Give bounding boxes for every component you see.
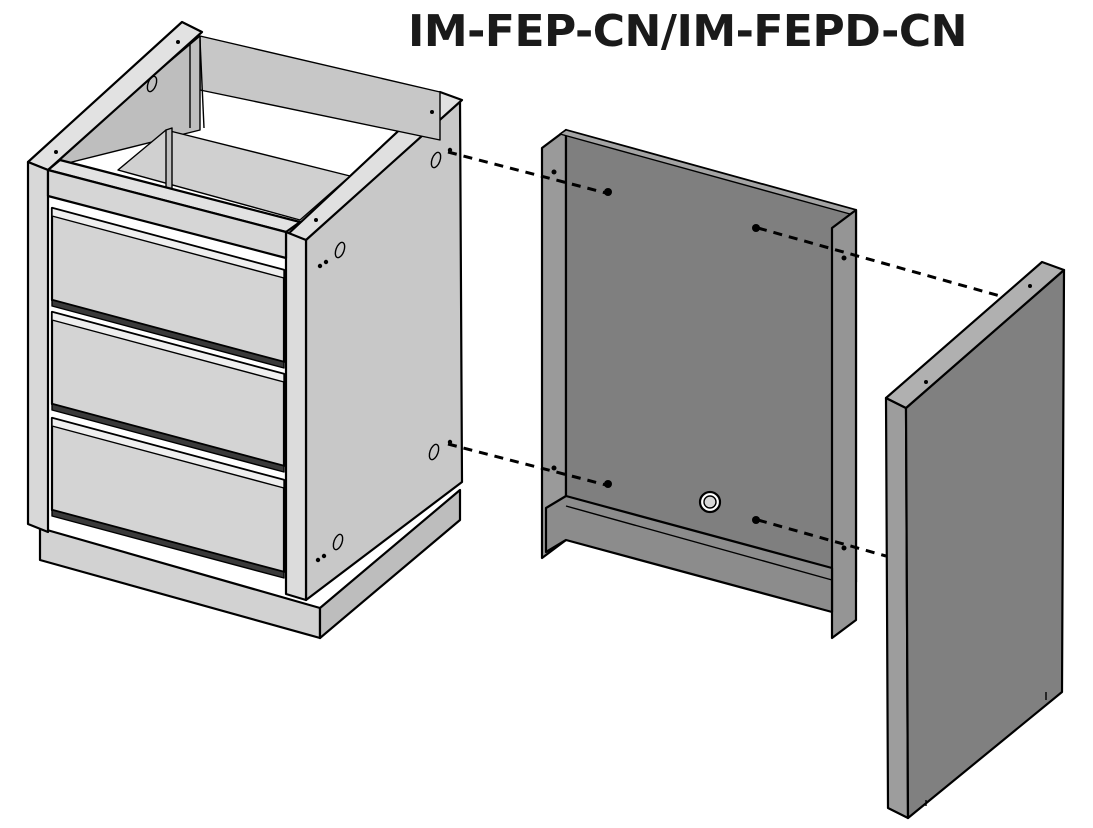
drawer-bottom-lip [51,417,285,489]
end-panel-front-edge [884,396,910,820]
cabinet-rear-post-edge [199,39,205,129]
screw-icon [54,150,58,154]
mounting-hole-icon [428,443,440,461]
back-panel-bottom-rail [544,494,834,614]
back-panel-right-flange [830,208,858,640]
screw-icon [752,516,760,524]
cabinet-plinth-side [318,488,462,640]
mounting-hole-icon [146,75,158,93]
screw-icon [841,545,847,551]
mounting-hole-icon [430,151,442,169]
drawer-gap-2 [51,403,285,473]
alignment-line-top-end-panel [757,226,1001,298]
alignment-line-bottom-cabinet [447,442,611,488]
screw-icon [551,465,557,471]
screw-icon [314,218,318,222]
cabinet-interior-back [199,35,441,141]
cabinet-right-stile [284,230,308,602]
back-filler-panel [540,128,858,640]
screw-icon [430,110,434,114]
end-panel-top-edge [884,260,1066,410]
mounting-hole-icon [332,533,344,551]
alignment-guides [447,150,1001,558]
cabinet-inner-divider [165,127,173,193]
drawer-gap-1 [51,299,285,369]
screw-icon [924,380,928,384]
drawer-middle-lip [51,311,285,383]
back-panel-left-flange [540,128,568,560]
cabinet-inner-drawer-box [117,129,351,221]
screw-icon [321,553,327,559]
screw-icon [841,255,847,261]
three-drawer-cabinet [26,20,464,640]
product-model-title: IM-FEP-CN/IM-FEPD-CN [408,6,967,57]
screw-icon [176,40,180,44]
end-panel [884,260,1066,820]
cabinet-left-stile [26,160,50,534]
screw-icon [315,557,321,563]
screw-icon [1028,284,1032,288]
conduit-hole-inner [703,495,717,509]
end-panel-face [904,268,1066,820]
drawer-top-lip [51,207,285,279]
screw-icon [752,224,760,232]
alignment-line-top-cabinet [447,150,611,196]
alignment-line-bottom-end-panel [757,518,887,558]
drawer-gap-3 [51,509,285,579]
screw-icon [317,263,323,269]
mounting-hole-icon [334,241,346,259]
back-panel-rail-line [565,505,833,581]
screw-icon [323,259,329,265]
screw-icon [551,169,557,175]
cabinet-face-top-bar [46,168,288,260]
